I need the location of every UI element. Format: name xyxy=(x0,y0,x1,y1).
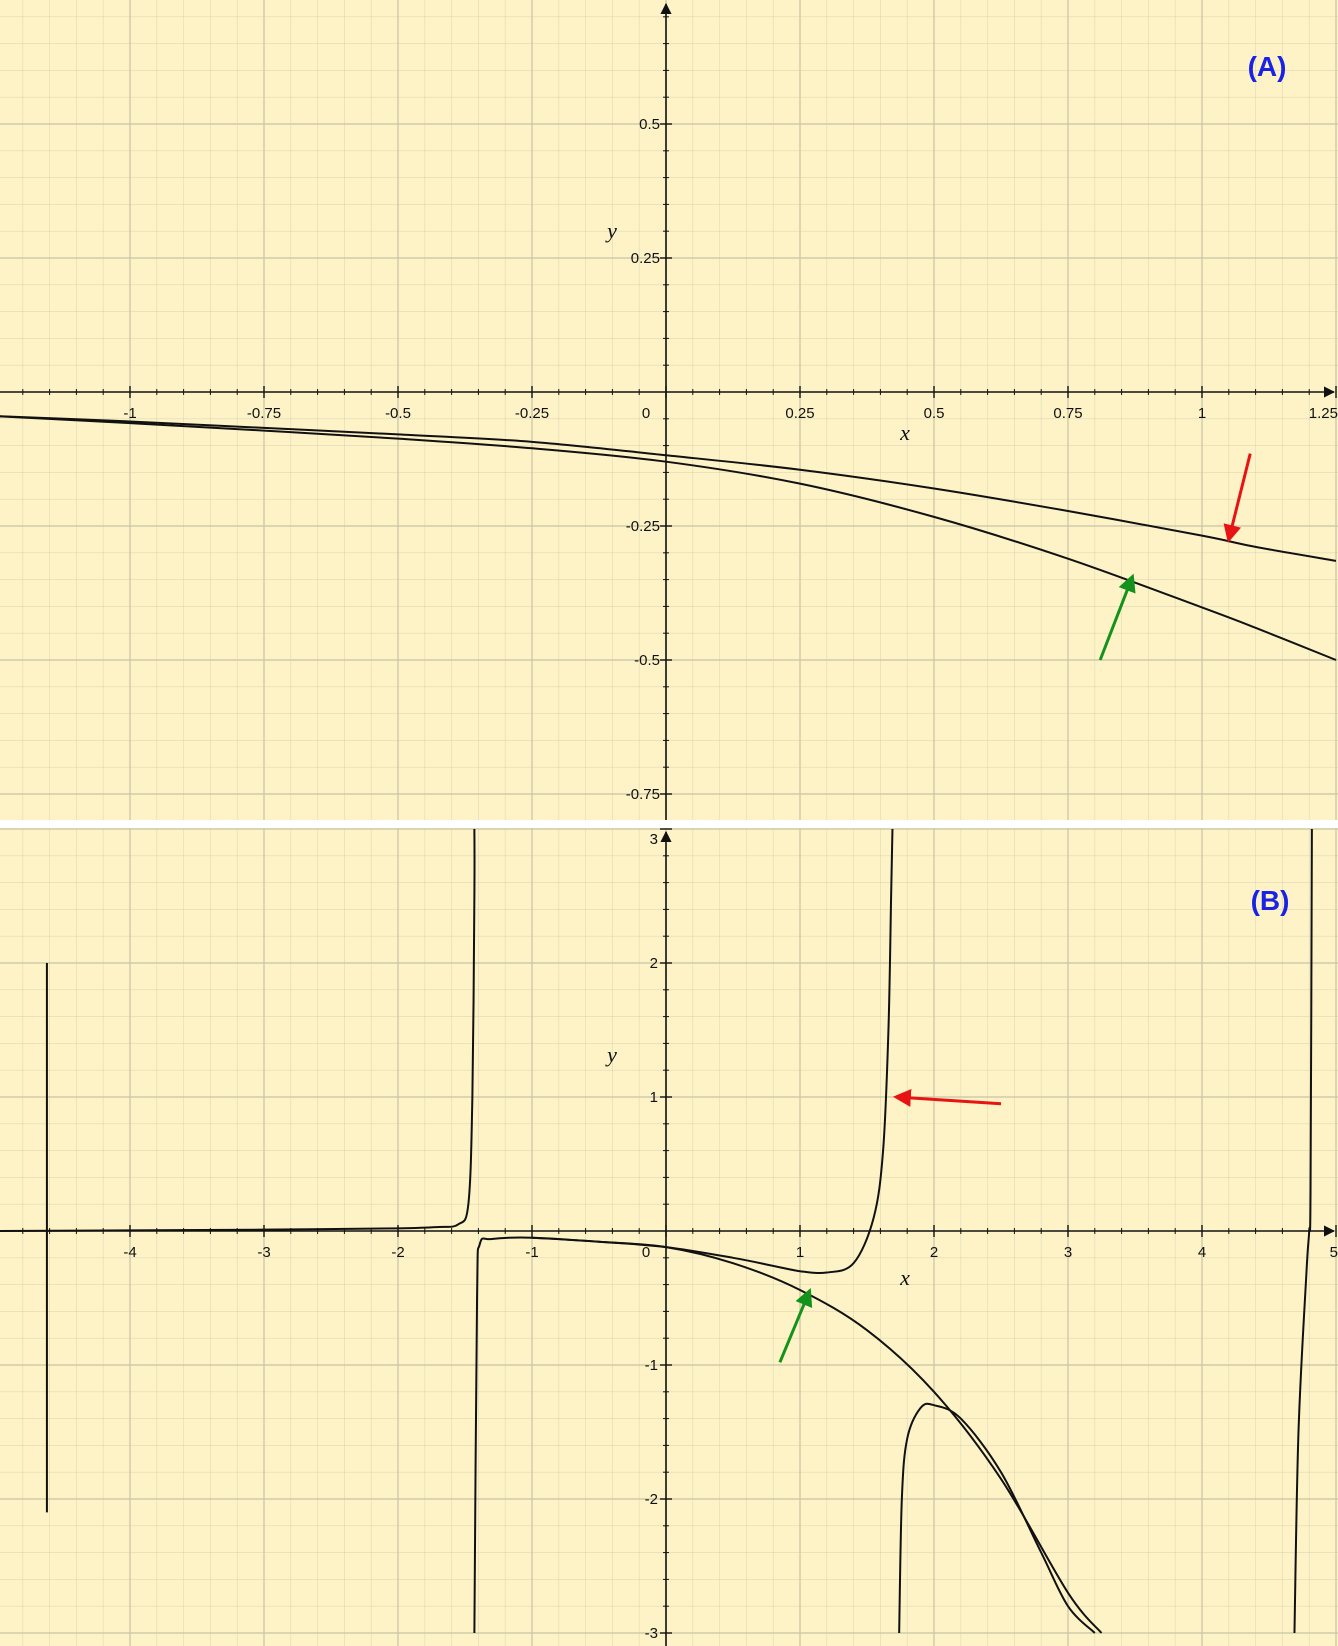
panel-b-y-tick-label: -3 xyxy=(645,1625,658,1642)
panel-b-x-axis-label: x xyxy=(899,1265,910,1290)
panel-a-chart: -1 -0.75 -0.5 -0.25 0 0.25 0.5 0.75 1 1.25 0.5 0.25… xyxy=(0,0,1338,820)
panel-a-curves xyxy=(0,415,1337,661)
panel-b-label: (B) xyxy=(1251,885,1290,916)
panel-b-x-tick-label: -1 xyxy=(525,1244,538,1261)
panel-a-x-tick-label: -0.25 xyxy=(515,405,549,422)
panel-a-label: (A) xyxy=(1248,51,1287,82)
panel-separator xyxy=(0,820,1338,828)
panel-a-x-tick-label: -0.5 xyxy=(385,405,411,422)
panel-b-x-tick-label: 4 xyxy=(1198,1244,1206,1261)
panel-a-axes: -1 -0.75 -0.5 -0.25 0 0.25 0.5 0.75 1 1.25 0.5 0.25… xyxy=(0,2,1338,820)
panel-b-curves xyxy=(0,828,1313,1634)
panel-b-background xyxy=(0,828,1338,1646)
panel-a-x-tick-label: 0.25 xyxy=(785,405,814,422)
panel-a-y-tick-label: -0.75 xyxy=(626,786,660,803)
panel-b-y-tick-label: 3 xyxy=(650,831,658,848)
panel-b-x-tick-label: 3 xyxy=(1064,1244,1072,1261)
panel-b-x-tick-label: 1 xyxy=(796,1244,804,1261)
panel-a-x-tick-label: 1.25 xyxy=(1309,405,1338,422)
panel-b-red-arrow xyxy=(892,1088,1002,1107)
panel-b-x-tick-label: -3 xyxy=(257,1244,270,1261)
panel-a-y-tick-label: 0.5 xyxy=(639,116,660,133)
panel-b-y-tick-label: 2 xyxy=(650,955,658,972)
panel-b-x-tick-label: -4 xyxy=(123,1244,136,1261)
panel-a-series-1-line xyxy=(0,415,1337,562)
panel-a-x-tick-label: -0.75 xyxy=(247,405,281,422)
panel-a-x-axis-label: x xyxy=(899,420,910,445)
panel-a-x-tick-label: 0.75 xyxy=(1053,405,1082,422)
panel-b-series-2-line xyxy=(0,828,476,1232)
panel-b-green-arrow xyxy=(778,1287,813,1363)
panel-b-y-axis-label: y xyxy=(605,1042,617,1067)
panel-b-axes: -4 -3 -2 -1 0 1 2 3 4 5 3 2 1 -1 -2 -3 x y xyxy=(0,828,1338,1646)
panel-b-series-3-line xyxy=(473,828,894,1634)
panel-a-green-arrow xyxy=(1098,573,1136,661)
panel-a-background xyxy=(0,0,1338,820)
panel-b-chart: -4 -3 -2 -1 0 1 2 3 4 5 3 2 1 -1 -2 -3 x y (B) xyxy=(0,828,1338,1646)
panel-b-series-5-line xyxy=(531,1236,1103,1634)
panel-a-x-tick-label: 0.5 xyxy=(924,405,945,422)
panel-a-annotations xyxy=(1098,453,1252,661)
panel-b-y-tick-label: -2 xyxy=(645,1491,658,1508)
panel-b-x-tick-label: 0 xyxy=(642,1244,650,1261)
panel-b-series-6-line xyxy=(1293,828,1313,1634)
panel-b-y-tick-label: 1 xyxy=(650,1089,658,1106)
panel-a-y-axis-label: y xyxy=(605,218,617,243)
panel-a-x-tick-label: 0 xyxy=(642,405,650,422)
panel-a-series-2-line xyxy=(0,415,1337,661)
panel-b-series-4-line xyxy=(898,1402,1096,1634)
panel-b-x-tick-label: -2 xyxy=(391,1244,404,1261)
panel-a-x-tick-label: 1 xyxy=(1198,405,1206,422)
panel-a-y-tick-label: 0.25 xyxy=(631,250,660,267)
panel-b-y-tick-label: -1 xyxy=(645,1357,658,1374)
panel-b-x-tick-label: 5 xyxy=(1330,1244,1338,1261)
panel-a-y-tick-label: -0.25 xyxy=(626,518,660,535)
panel-b-x-tick-label: 2 xyxy=(930,1244,938,1261)
panel-a-red-arrow xyxy=(1223,453,1252,543)
panel-b-annotations xyxy=(778,1088,1002,1363)
panel-a-y-tick-label: -0.5 xyxy=(634,652,660,669)
panel-a-x-tick-label: -1 xyxy=(123,405,136,422)
